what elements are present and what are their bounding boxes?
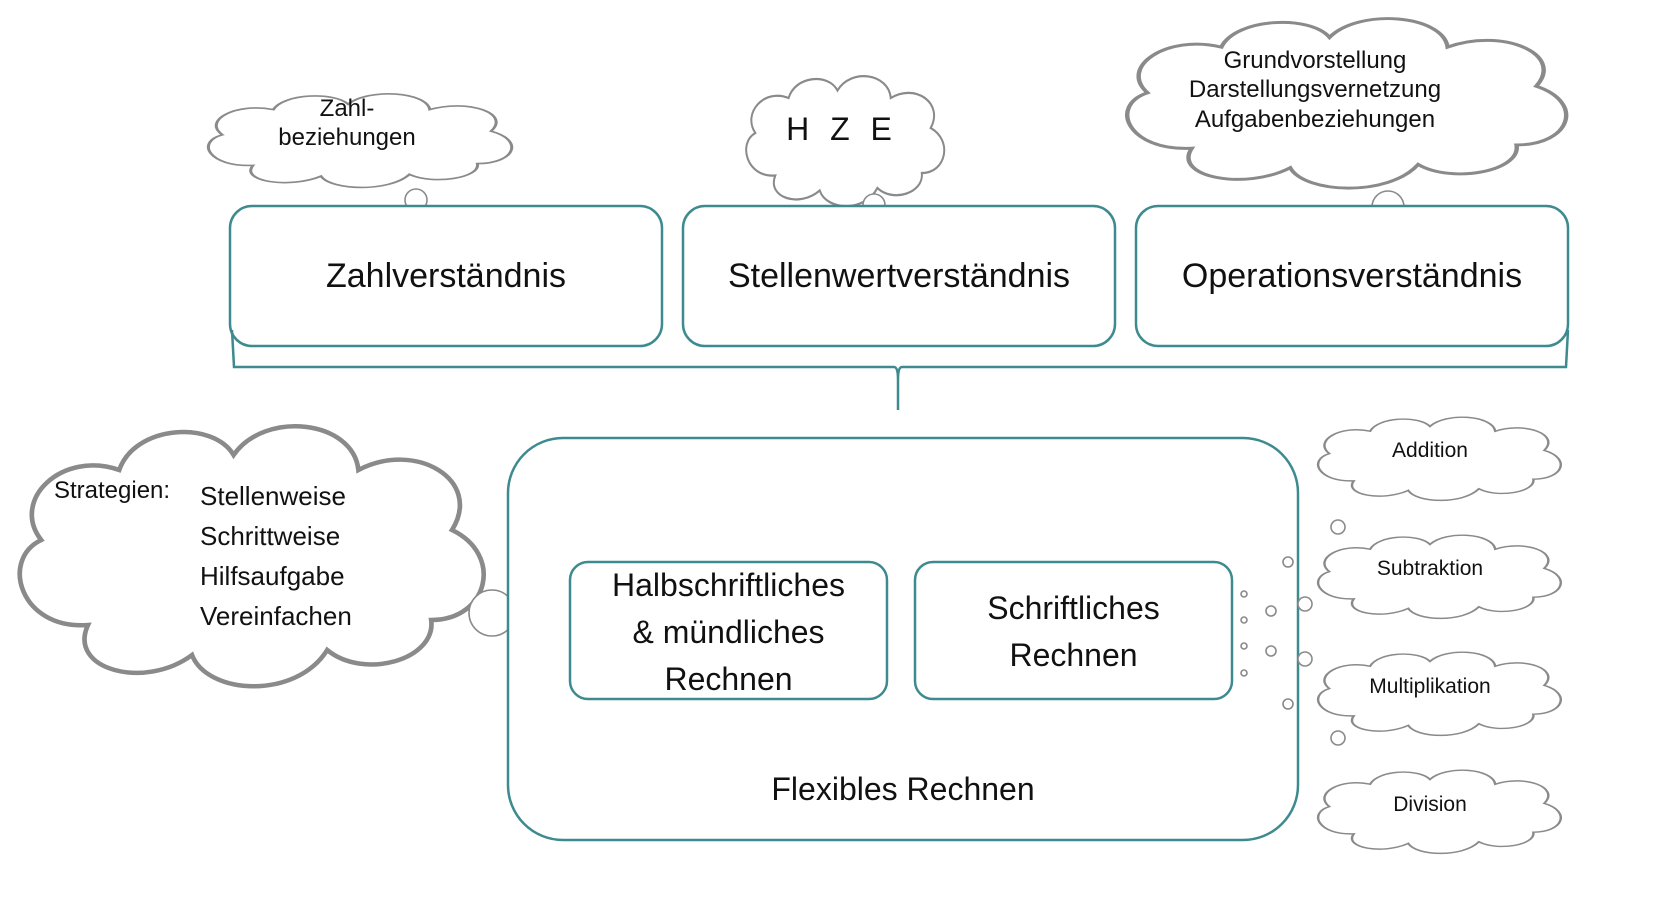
halbschriftliches-line-1: Halbschriftliches: [612, 567, 845, 603]
darstellungsvernetzung-text: Darstellungsvernetzung: [1188, 76, 1442, 104]
thought-bubble: [1282, 556, 1294, 568]
strategien-label: Strategien:: [54, 477, 171, 504]
box-schriftliches-rechnen: [913, 560, 1234, 701]
box-halbschriftliches-rechnen: [568, 560, 889, 701]
box-operationsverstaendnis: [1134, 204, 1570, 348]
schriftliches-line-2: Rechnen: [1009, 637, 1138, 673]
strategy-item: Schrittweise: [200, 521, 341, 551]
hze-label: H Z E: [786, 111, 898, 147]
strategy-item: Vereinfachen: [200, 601, 352, 631]
thought-bubble: [1297, 651, 1313, 667]
zahlbeziehungen-line-2: beziehungen: [278, 124, 416, 152]
operationsverstaendnis-label: Operationsverständnis: [1181, 257, 1523, 295]
multiplikation-label: Multiplikation: [1369, 675, 1491, 698]
strategy-item: Stellenweise: [200, 481, 346, 511]
division-label: Division: [1393, 793, 1467, 816]
thought-bubble: [1297, 596, 1313, 612]
thought-bubble: [1330, 730, 1346, 746]
aufgabenbeziehungen-text: Aufgabenbeziehungen: [1194, 105, 1436, 133]
stellenwertverstaendnis-label: Stellenwertverständnis: [727, 257, 1071, 295]
thought-bubble: [1240, 616, 1248, 624]
thought-bubble: [1282, 698, 1294, 710]
halbschriftliches-label: Halbschriftliches & mündliches Rechnen: [570, 562, 887, 703]
schriftliches-line-1: Schriftliches: [987, 590, 1160, 626]
zahlverstaendnis-label: Zahlverständnis: [325, 257, 566, 295]
thought-bubble: [1240, 669, 1248, 677]
thought-bubble: [1265, 645, 1277, 657]
halbschriftliches-line-3: Rechnen: [664, 661, 793, 697]
grundvorstellung-text: Grundvorstellung: [1223, 47, 1407, 74]
box-stellenwertverstaendnis: [681, 204, 1117, 348]
thought-bubble: [1240, 590, 1248, 598]
thought-bubble: [1330, 519, 1346, 535]
flexibles-rechnen-label: Flexibles Rechnen: [771, 771, 1035, 807]
box-flexibles-rechnen: [506, 436, 1300, 842]
operation-cloud-label: Grundvorstellung Darstellungsvernetzung …: [1150, 46, 1480, 134]
schriftliches-label: Schriftliches Rechnen: [915, 585, 1232, 679]
zahlbeziehungen-line-1: Zahl-: [319, 95, 375, 122]
thought-bubble: [1265, 605, 1277, 617]
strategien-list: Stellenweise Schrittweise Hilfsaufgabe V…: [200, 476, 352, 636]
halbschriftliches-line-2: & mündliches: [632, 614, 825, 650]
bracket-connector: [230, 329, 1570, 410]
strategy-item: Hilfsaufgabe: [200, 561, 345, 591]
subtraktion-label: Subtraktion: [1376, 557, 1484, 580]
thought-bubble: [1240, 642, 1248, 650]
zahlbeziehungen-label: Zahl- beziehungen: [232, 94, 462, 153]
box-zahlverstaendnis: [228, 204, 664, 348]
addition-label: Addition: [1392, 439, 1468, 462]
